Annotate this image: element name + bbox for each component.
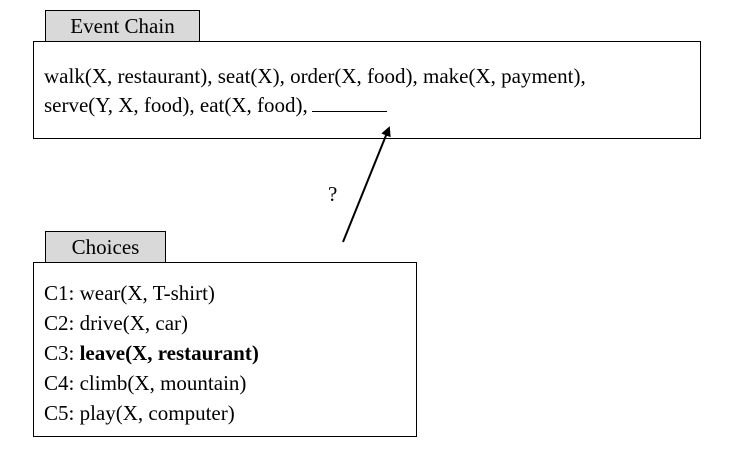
choice-text: climb(X, mountain) [79, 371, 247, 395]
choice-label: C2: [44, 311, 75, 335]
choice-text: wear(X, T-shirt) [79, 281, 215, 305]
event-chain-line-2-text: serve(Y, X, food), eat(X, food), [44, 93, 308, 117]
choice-label: C5: [44, 401, 75, 425]
choice-item-c5: C5: play(X, computer) [44, 398, 416, 428]
event-chain-title: Event Chain [70, 13, 175, 38]
choices-box: C1: wear(X, T-shirt) C2: drive(X, car) C… [33, 262, 417, 437]
choice-label: C4: [44, 371, 75, 395]
event-chain-line-2: serve(Y, X, food), eat(X, food), [44, 91, 700, 120]
choice-label: C1: [44, 281, 75, 305]
event-chain-box: walk(X, restaurant), seat(X), order(X, f… [33, 41, 701, 139]
event-chain-line-1: walk(X, restaurant), seat(X), order(X, f… [44, 64, 586, 88]
choice-item-c1: C1: wear(X, T-shirt) [44, 278, 416, 308]
choice-text: drive(X, car) [79, 311, 189, 335]
choices-tab: Choices [45, 231, 166, 263]
choice-text-answer: leave(X, restaurant) [79, 341, 259, 365]
choice-item-c3: C3: leave(X, restaurant) [44, 338, 416, 368]
choices-title: Choices [71, 234, 140, 259]
question-mark: ? [328, 182, 338, 206]
choice-item-c2: C2: drive(X, car) [44, 308, 416, 338]
choice-text: play(X, computer) [79, 401, 235, 425]
arrow-line [342, 126, 391, 243]
choice-item-c4: C4: climb(X, mountain) [44, 368, 416, 398]
answer-blank [311, 92, 387, 112]
choice-label: C3: [44, 341, 75, 365]
event-chain-tab: Event Chain [45, 10, 200, 42]
